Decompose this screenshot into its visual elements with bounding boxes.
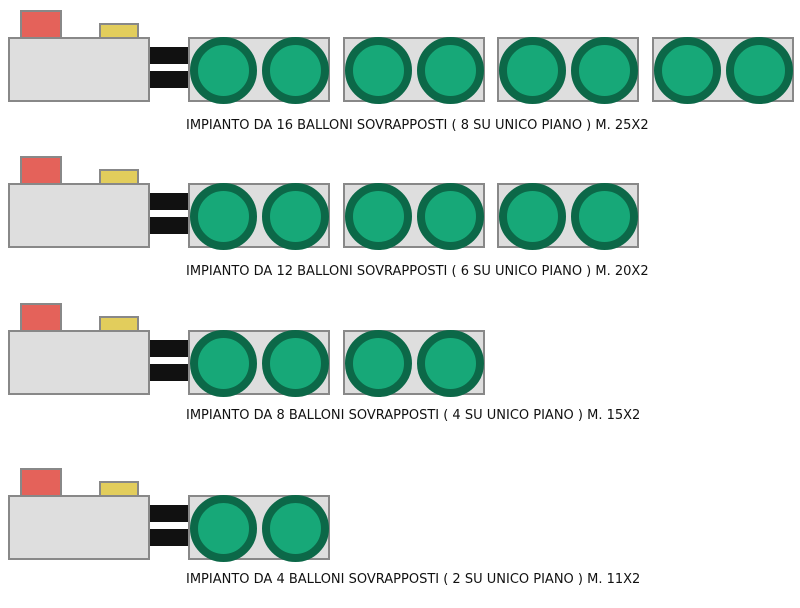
compressor-unit <box>8 37 150 102</box>
compressor-unit <box>8 495 150 560</box>
system-label: IMPIANTO DA 16 BALLONI SOVRAPPOSTI ( 8 S… <box>186 118 649 133</box>
system-row <box>0 10 800 150</box>
compressor-unit <box>8 330 150 395</box>
balloon <box>416 37 484 104</box>
balloon-module <box>188 37 330 104</box>
balloon <box>571 183 638 250</box>
system-label: IMPIANTO DA 8 BALLONI SOVRAPPOSTI ( 4 SU… <box>186 408 641 423</box>
balloon <box>190 183 257 250</box>
balloon-module <box>497 37 639 104</box>
pipe <box>150 505 188 522</box>
balloon <box>262 183 329 250</box>
system-row <box>0 303 800 443</box>
balloon <box>725 37 793 104</box>
balloon-module <box>651 37 794 104</box>
red-control-box <box>20 10 62 40</box>
red-control-box <box>20 468 62 498</box>
balloon <box>344 183 412 250</box>
compressor-unit <box>8 183 150 248</box>
balloon-module <box>188 495 330 562</box>
balloon <box>344 330 412 397</box>
pipe <box>150 193 188 210</box>
pipe <box>150 529 188 546</box>
balloon <box>571 37 638 104</box>
pipe <box>150 340 188 357</box>
balloon-module <box>342 183 485 250</box>
pipe <box>150 71 188 88</box>
balloon <box>344 37 412 104</box>
balloon <box>416 183 484 250</box>
balloon-module <box>188 183 330 250</box>
balloon <box>416 330 484 397</box>
balloon <box>262 37 329 104</box>
system-row <box>0 468 800 608</box>
balloon-module <box>342 37 485 104</box>
balloon-module <box>497 183 639 250</box>
balloon <box>190 330 257 397</box>
balloon <box>499 37 566 104</box>
system-label: IMPIANTO DA 4 BALLONI SOVRAPPOSTI ( 2 SU… <box>186 572 641 587</box>
red-control-box <box>20 156 62 186</box>
system-row <box>0 156 800 296</box>
balloon <box>499 183 566 250</box>
balloon <box>653 37 721 104</box>
balloon-module <box>342 330 485 397</box>
balloon <box>190 495 257 562</box>
system-label: IMPIANTO DA 12 BALLONI SOVRAPPOSTI ( 6 S… <box>186 264 649 279</box>
red-control-box <box>20 303 62 333</box>
balloon <box>262 495 329 562</box>
balloon <box>262 330 329 397</box>
balloon <box>190 37 257 104</box>
pipe <box>150 364 188 381</box>
pipe <box>150 47 188 64</box>
pipe <box>150 217 188 234</box>
balloon-module <box>188 330 330 397</box>
